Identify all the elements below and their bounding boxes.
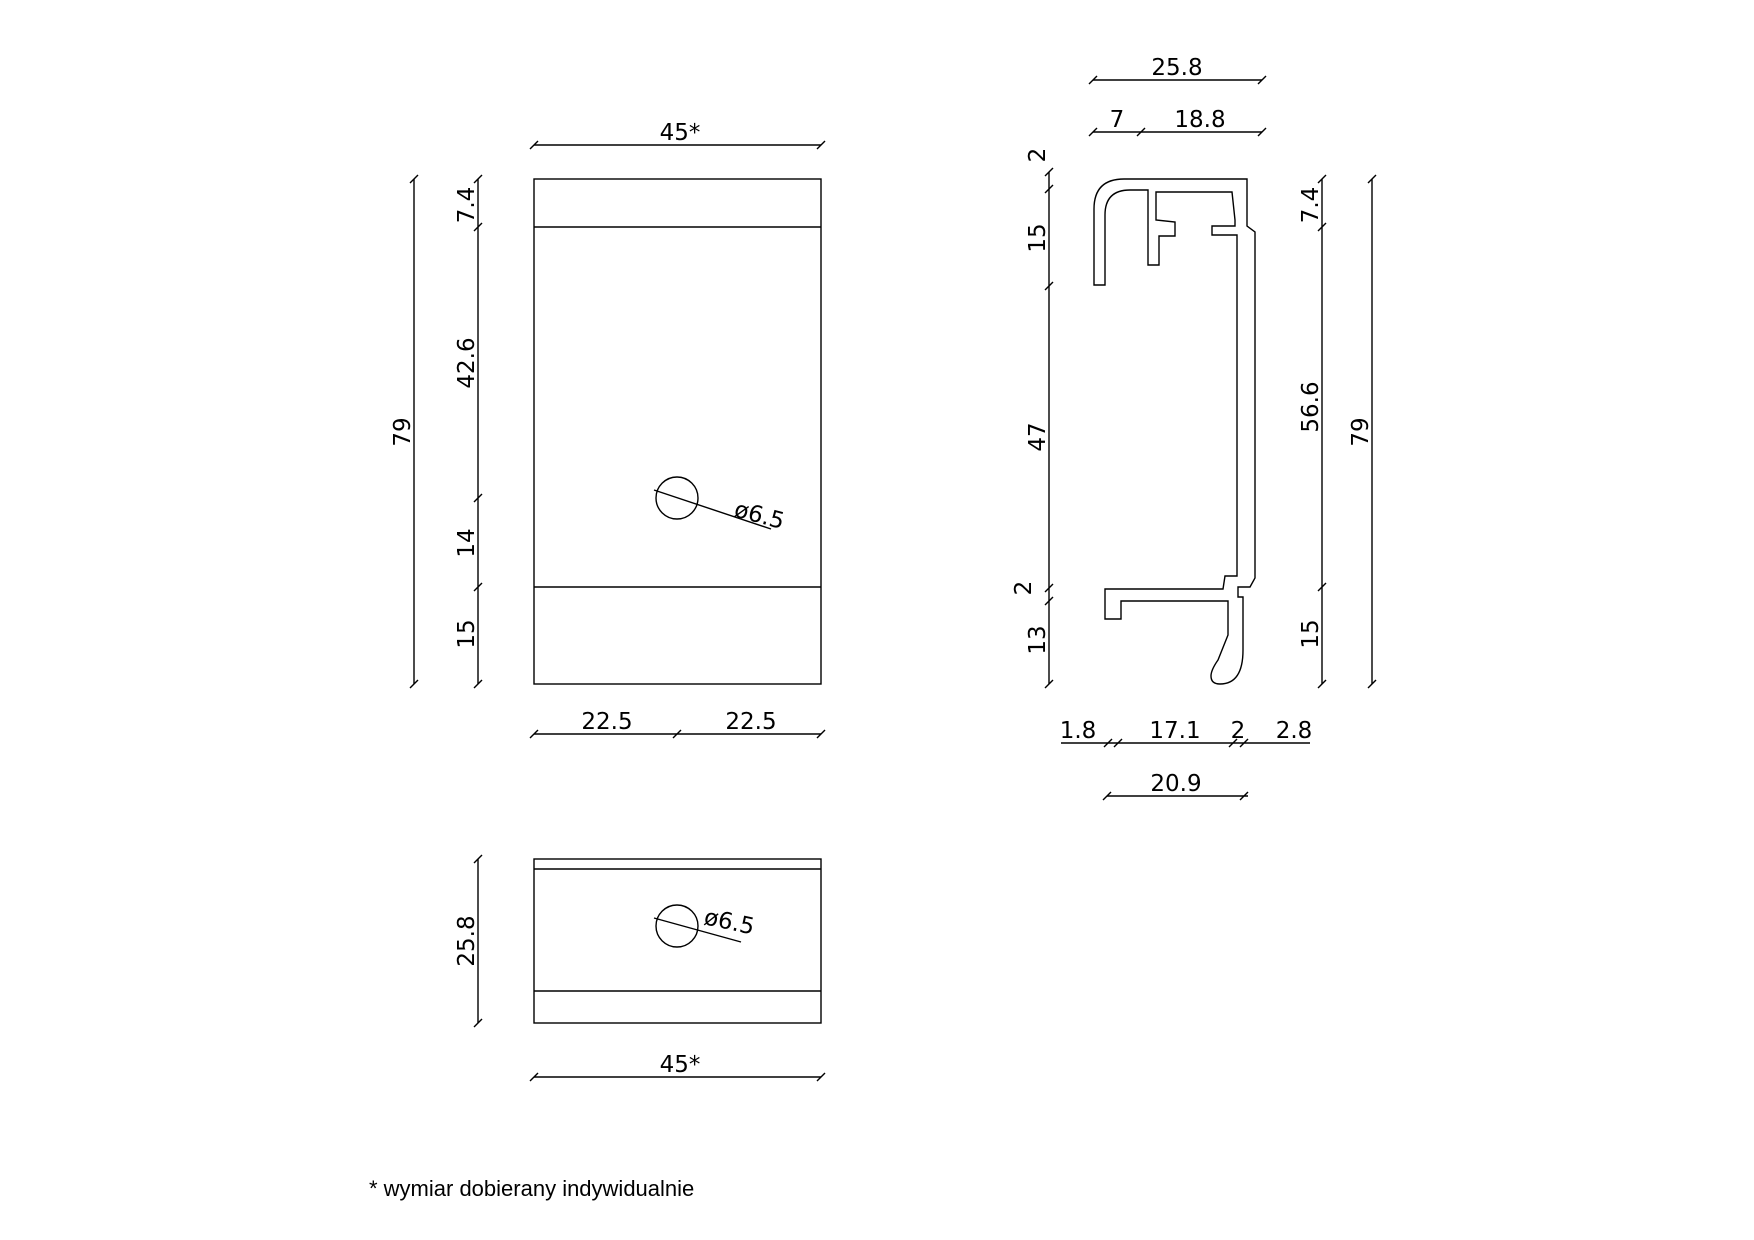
profile-outline <box>1093 178 1256 685</box>
profile-bottom-17-1-label: 17.1 <box>1149 718 1200 744</box>
front-seg-bottom-label: 15 <box>454 619 480 648</box>
front-width-ticks <box>529 140 826 150</box>
top-width-ticks <box>529 1072 826 1082</box>
front-half-right-label: 22.5 <box>725 709 776 735</box>
front-chain-ticks <box>473 174 483 689</box>
profile-right-79-label: 79 <box>1348 417 1374 446</box>
profile-right-total-ticks <box>1367 174 1377 689</box>
profile-width-left-label: 7 <box>1110 107 1125 133</box>
profile-right-chain-ticks <box>1317 174 1327 689</box>
front-height-label: 79 <box>390 417 416 446</box>
profile-total-width-ticks <box>1088 75 1267 85</box>
profile-left-15-label: 15 <box>1025 223 1051 252</box>
profile-left-13-label: 13 <box>1025 625 1051 654</box>
front-seg-lower-label: 14 <box>454 528 480 557</box>
top-view-outline <box>533 858 822 1024</box>
top-view-hole <box>655 904 699 948</box>
top-height-label: 25.8 <box>454 915 480 966</box>
top-hole-label: ø6.5 <box>702 904 757 940</box>
front-height-ticks <box>409 174 419 689</box>
profile-left-2-bottom-label: 2 <box>1011 581 1037 596</box>
profile-bottom-20-9-label: 20.9 <box>1150 771 1201 797</box>
top-view-hole-leader <box>653 917 742 943</box>
profile-width-total-label: 25.8 <box>1151 55 1202 81</box>
top-view <box>473 854 826 1082</box>
footnote: * wymiar dobierany indywidualnie <box>369 1176 695 1201</box>
profile-right-15-label: 15 <box>1298 619 1324 648</box>
front-view <box>409 140 826 739</box>
profile-right-7-4-label: 7.4 <box>1298 187 1324 224</box>
profile-bottom-2-8-label: 2.8 <box>1276 718 1313 744</box>
profile-width-right-label: 18.8 <box>1174 107 1225 133</box>
top-width-label: 45* <box>660 1052 701 1078</box>
profile-right-56-6-label: 56.6 <box>1298 381 1324 432</box>
top-height-ticks <box>473 854 483 1028</box>
front-half-left-label: 22.5 <box>581 709 632 735</box>
front-view-outline <box>533 178 822 685</box>
profile-section <box>1044 75 1377 801</box>
front-seg-top-label: 7.4 <box>454 187 480 224</box>
front-hole-label: ø6.5 <box>731 497 787 535</box>
profile-bottom-1-8-label: 1.8 <box>1060 718 1097 744</box>
profile-bottom-chain-ticks <box>1103 738 1249 748</box>
profile-bottom-total-ticks <box>1102 791 1249 801</box>
profile-left-2-top-label: 2 <box>1025 148 1051 163</box>
front-view-hole <box>655 476 699 520</box>
profile-bottom-2-label: 2 <box>1231 718 1246 744</box>
profile-split-width-ticks <box>1088 127 1267 137</box>
front-width-label: 45* <box>660 120 701 146</box>
front-seg-upper-label: 42.6 <box>454 337 480 388</box>
profile-left-chain-ticks <box>1044 167 1054 689</box>
front-view-hole-leader <box>653 489 772 530</box>
profile-left-47-label: 47 <box>1025 422 1051 451</box>
front-bottom-ticks <box>529 729 826 739</box>
